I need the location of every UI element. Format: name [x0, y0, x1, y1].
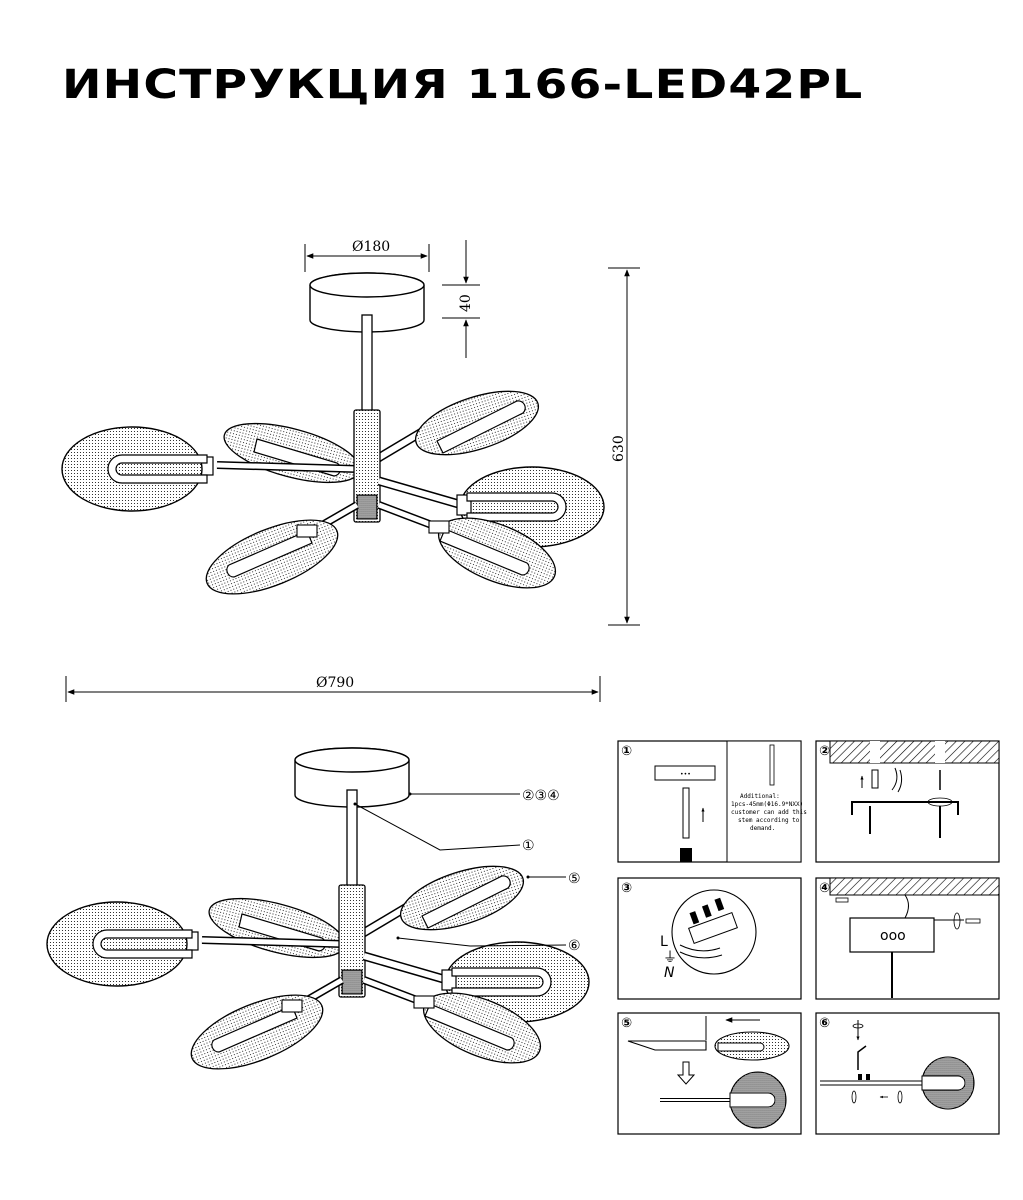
total-diameter-label: Ø790 — [316, 675, 354, 691]
step-3-wire-n: N — [664, 965, 675, 981]
step-3-panel: ③ L ⏚ N — [617, 877, 802, 1000]
total-height-label: 630 — [611, 435, 627, 462]
step-1-note-line-3: customer can add this — [731, 809, 807, 816]
step-6-number: ⑥ — [819, 1016, 830, 1031]
callout-shade: ⑤ — [568, 871, 581, 887]
svg-text:•••: ••• — [680, 771, 691, 778]
step-3-wire-l: L — [660, 934, 668, 950]
step-1-note-line-5: demand. — [750, 825, 775, 832]
callout-rod: ① — [522, 838, 535, 854]
step-2-panel: ② — [815, 740, 1000, 863]
step-5-panel: ⑤ — [617, 1012, 802, 1135]
step-5-number: ⑤ — [621, 1016, 632, 1031]
step-1-note-line-4: stem according to — [738, 817, 800, 824]
step-3-number: ③ — [621, 881, 632, 896]
step-6-panel: ⑥ — [815, 1012, 1000, 1135]
dimension-drawing: Ø180 40 630 Ø790 — [62, 239, 640, 702]
step-2-number: ② — [819, 744, 830, 759]
step-1-panel: ① ••• Additional: 1pcs-45mm(Φ16.9*NXX) c… — [617, 740, 807, 863]
step-4-box-dots: ooo — [880, 928, 906, 944]
step-1-note-line-1: Additional: — [740, 793, 780, 800]
callout-canopy-steps: ②③④ — [522, 788, 560, 804]
parts-drawing: ②③④ ① ⑤ ⑥ — [47, 748, 589, 1084]
step-1-number: ① — [621, 744, 632, 759]
canopy-diameter-label: Ø180 — [352, 239, 390, 255]
step-1-note-line-2: 1pcs-45mm(Φ16.9*NXX) — [731, 801, 803, 808]
canopy-height-label: 40 — [458, 294, 474, 312]
step-4-number: ④ — [819, 881, 830, 896]
callout-arm: ⑥ — [568, 938, 581, 954]
page-title: ИНСТРУКЦИЯ 1166-LED42PL — [62, 62, 864, 108]
step-4-panel: ④ ooo — [815, 877, 1000, 1000]
step-3-ground: ⏚ — [663, 950, 677, 966]
